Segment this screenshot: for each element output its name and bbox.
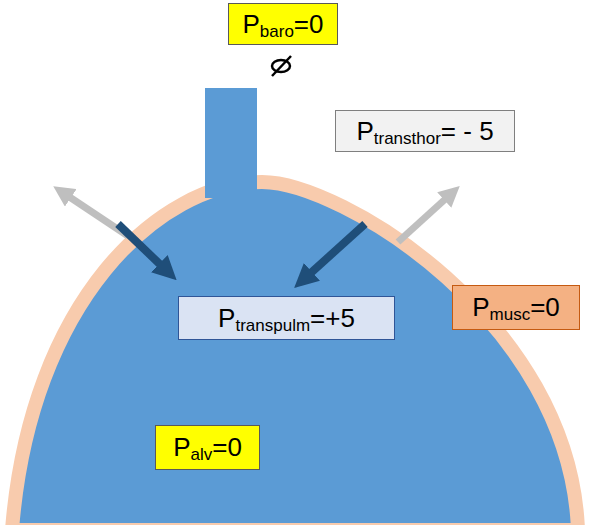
pressure-label: Pmusc=0	[472, 293, 560, 322]
inward-arrow	[118, 224, 168, 272]
valve-symbol	[272, 56, 291, 76]
airway-tube	[205, 88, 257, 198]
pressure-box: Pmusc=0	[452, 285, 580, 330]
pressure-label: Ptransthor= - 5	[356, 117, 493, 146]
pressure-box: Pbaro=0	[228, 3, 338, 45]
pressure-label: Pbaro=0	[242, 10, 323, 39]
outward-arrow	[398, 193, 452, 242]
chest-wall	[12, 182, 578, 525]
pressure-box: Ptransthor= - 5	[335, 110, 515, 152]
pressure-label: Ptranspulm=+5	[218, 304, 355, 333]
pressure-box: Ptranspulm=+5	[178, 296, 395, 340]
pressure-label: Palv=0	[173, 433, 242, 462]
inward-arrow	[303, 224, 365, 280]
pressure-box: Palv=0	[155, 425, 260, 470]
